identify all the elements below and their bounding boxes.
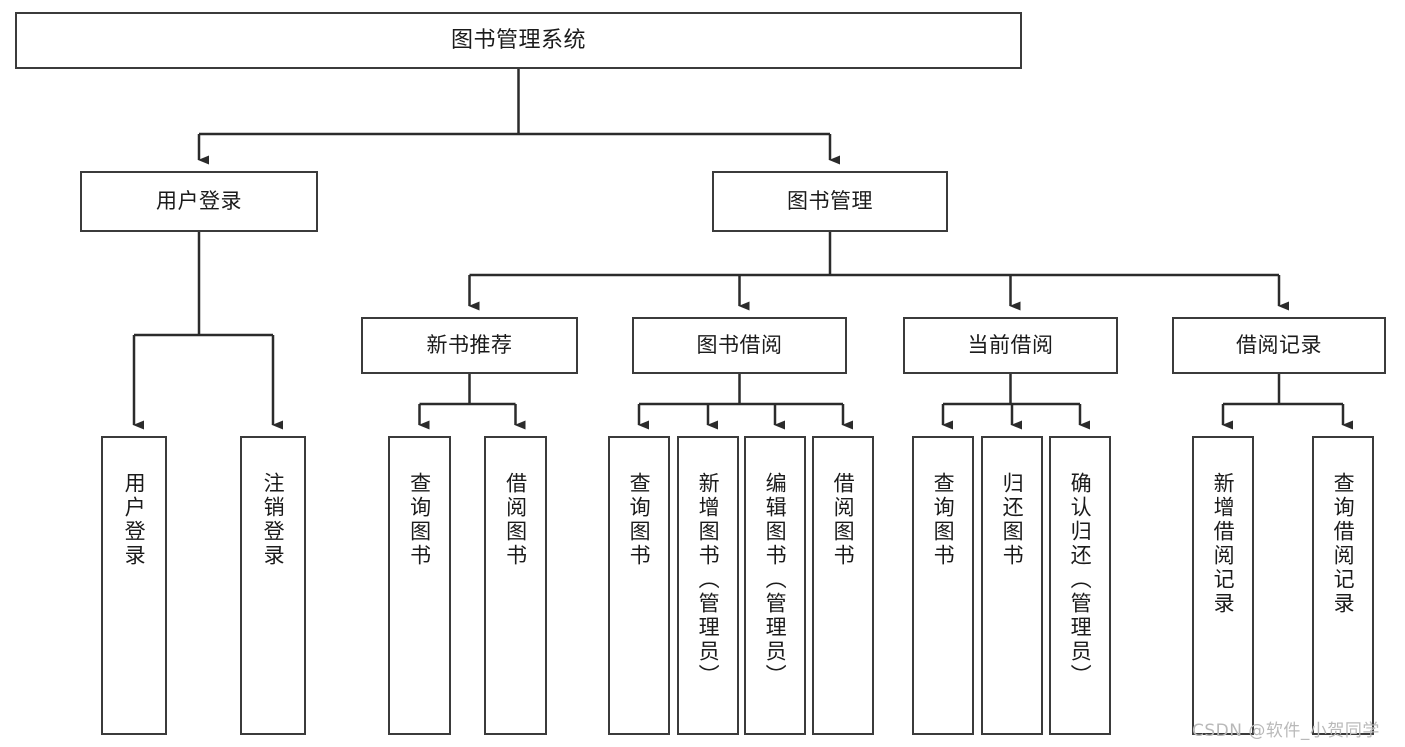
node-label: 图书借阅 [696, 333, 783, 358]
node-label: 归还图书 [1000, 472, 1025, 568]
node-label: 新书推荐 [426, 333, 513, 358]
node-leaf-add-record[interactable]: 新增借阅记录 [1192, 436, 1254, 735]
node-leaf-borrow-book-1[interactable]: 借阅图书 [484, 436, 547, 735]
node-label: 用户登录 [122, 472, 147, 568]
node-book-manage[interactable]: 图书管理 [712, 171, 948, 232]
csdn-watermark: CSDN @软件_小贺同学 [1192, 721, 1380, 741]
node-borrow-record[interactable]: 借阅记录 [1172, 317, 1386, 374]
node-leaf-query-book-3[interactable]: 查询图书 [912, 436, 974, 735]
node-root[interactable]: 图书管理系统 [15, 12, 1022, 69]
node-label: 图书管理 [787, 189, 873, 214]
node-leaf-logout[interactable]: 注销登录 [240, 436, 306, 735]
node-label: 图书管理系统 [450, 27, 586, 53]
node-current-borrow[interactable]: 当前借阅 [903, 317, 1118, 374]
node-label: 借阅图书 [831, 472, 856, 568]
node-label: 查询图书 [407, 472, 432, 568]
node-label: 查询图书 [931, 472, 956, 568]
node-label: 借阅记录 [1236, 333, 1322, 358]
node-leaf-return-book[interactable]: 归还图书 [981, 436, 1043, 735]
node-label: 确认归还（管理员） [1068, 472, 1093, 688]
node-label: 新增借阅记录 [1211, 472, 1236, 616]
node-leaf-query-book-1[interactable]: 查询图书 [388, 436, 451, 735]
node-leaf-edit-book[interactable]: 编辑图书（管理员） [744, 436, 806, 735]
node-leaf-borrow-book-2[interactable]: 借阅图书 [812, 436, 874, 735]
node-label: 借阅图书 [503, 472, 528, 568]
node-label: 用户登录 [156, 189, 242, 214]
node-label: 当前借阅 [967, 333, 1054, 358]
node-leaf-query-book-2[interactable]: 查询图书 [608, 436, 670, 735]
node-book-borrow[interactable]: 图书借阅 [632, 317, 847, 374]
node-leaf-user-login[interactable]: 用户登录 [101, 436, 167, 735]
node-leaf-query-record[interactable]: 查询借阅记录 [1312, 436, 1374, 735]
node-label: 查询图书 [627, 472, 652, 568]
node-user-login[interactable]: 用户登录 [80, 171, 318, 232]
node-leaf-confirm-return[interactable]: 确认归还（管理员） [1049, 436, 1111, 735]
node-label: 查询借阅记录 [1331, 472, 1356, 616]
node-leaf-add-book[interactable]: 新增图书（管理员） [677, 436, 739, 735]
node-new-book-rec[interactable]: 新书推荐 [361, 317, 578, 374]
node-label: 编辑图书（管理员） [763, 472, 788, 688]
node-label: 注销登录 [261, 472, 286, 568]
node-label: 新增图书（管理员） [696, 472, 721, 688]
